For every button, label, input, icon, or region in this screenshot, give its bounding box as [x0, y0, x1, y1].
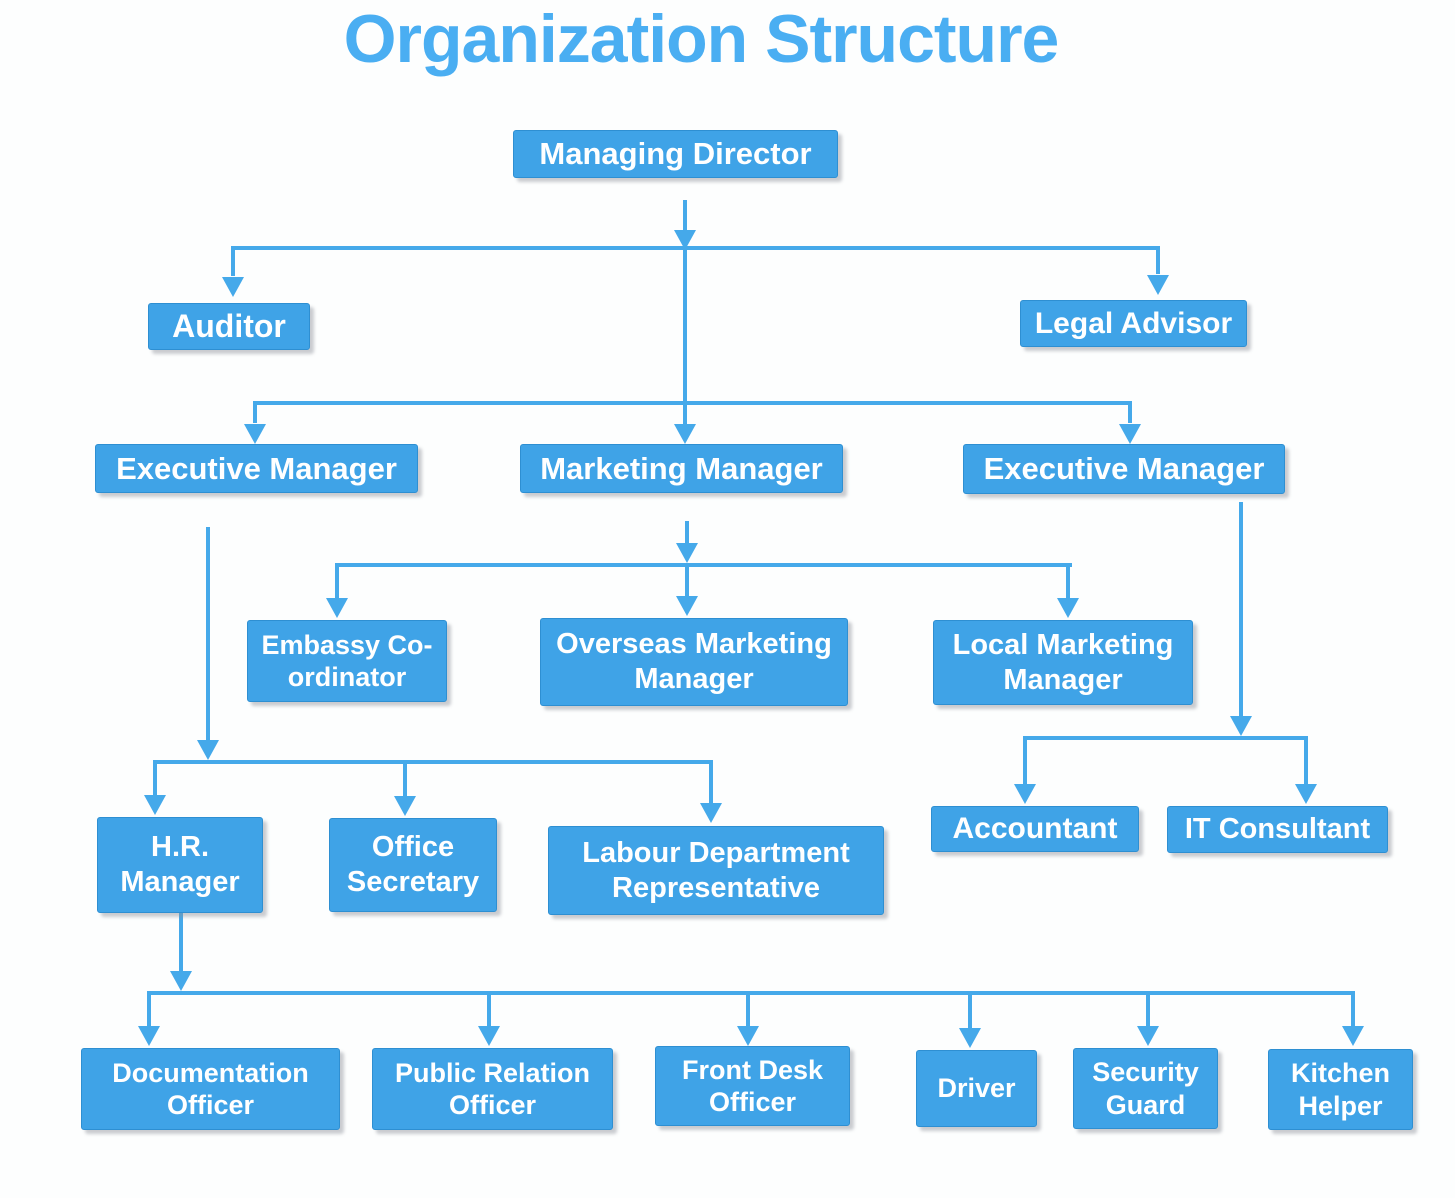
- connector-exec-left-drop: [253, 401, 257, 423]
- arrowhead-md-junction: [674, 230, 696, 250]
- node-local-marketing-manager: Local Marketing Manager: [933, 620, 1193, 705]
- arrowhead-embassy: [326, 598, 348, 618]
- arrowhead-labour: [700, 803, 722, 823]
- node-label: Marketing Manager: [540, 450, 823, 486]
- node-kitchen-helper: Kitchen Helper: [1268, 1049, 1413, 1130]
- arrowhead-documentation: [138, 1026, 160, 1046]
- node-accountant: Accountant: [931, 806, 1139, 852]
- connector-hr-manager-drop: [153, 760, 157, 795]
- node-label: Managing Director: [539, 136, 812, 172]
- node-label: Public Relation Officer: [394, 1057, 591, 1120]
- connector-overseas-drop: [685, 563, 689, 597]
- node-public-relation-officer: Public Relation Officer: [372, 1048, 613, 1130]
- node-driver: Driver: [916, 1050, 1037, 1127]
- node-label: Accountant: [952, 812, 1118, 845]
- connector-level2-rail: [231, 246, 1160, 250]
- node-label: Documentation Officer: [112, 1057, 309, 1120]
- connector-labour-drop: [709, 760, 713, 803]
- arrowhead-overseas: [676, 596, 698, 616]
- arrowhead-exec-right: [1119, 424, 1141, 444]
- connector-exec-right-down-line: [1239, 502, 1243, 718]
- connector-exec-left-down-line: [206, 527, 210, 742]
- arrowhead-marketing-junction: [676, 543, 698, 563]
- connector-hr-down-line: [179, 913, 183, 971]
- connector-marketing-rail: [335, 563, 1072, 567]
- node-label: Driver: [937, 1073, 1016, 1104]
- node-label: Front Desk Officer: [681, 1054, 824, 1117]
- node-labour-department-representative: Labour Department Representative: [548, 826, 884, 915]
- connector-kitchen-drop: [1351, 991, 1355, 1026]
- connector-local-drop: [1066, 563, 1070, 599]
- node-office-secretary: Office Secretary: [329, 818, 497, 912]
- arrowhead-exec-left: [244, 424, 266, 444]
- node-embassy-coordinator: Embassy Co-ordinator: [247, 620, 447, 702]
- connector-accountant-drop: [1023, 736, 1027, 784]
- node-marketing-manager: Marketing Manager: [520, 444, 843, 493]
- node-auditor: Auditor: [148, 303, 310, 350]
- node-legal-advisor: Legal Advisor: [1020, 300, 1247, 347]
- connector-exec-right-drop: [1128, 401, 1132, 423]
- node-label: Legal Advisor: [1034, 306, 1233, 340]
- arrowhead-hr-junction: [197, 740, 219, 760]
- connector-embassy-drop: [335, 563, 339, 598]
- arrowhead-acct-junction: [1230, 716, 1252, 736]
- connector-marketing-down-line: [685, 521, 689, 545]
- chart-title: Organization Structure: [343, 1, 1060, 77]
- arrowhead-kitchen: [1342, 1026, 1364, 1046]
- arrowhead-marketing-manager: [674, 424, 696, 444]
- connector-md-down-line: [683, 200, 687, 232]
- node-front-desk-officer: Front Desk Officer: [655, 1046, 850, 1126]
- node-label: Executive Manager: [116, 450, 397, 486]
- connector-hr-rail: [153, 760, 713, 764]
- node-label: IT Consultant: [1184, 813, 1371, 846]
- connector-center-down-line: [683, 246, 687, 424]
- node-label: Office Secretary: [346, 831, 480, 898]
- node-label: Auditor: [172, 308, 286, 345]
- node-label: Embassy Co-ordinator: [261, 629, 433, 692]
- connector-documentation-drop: [147, 991, 151, 1026]
- node-executive-manager-right: Executive Manager: [963, 444, 1285, 494]
- arrowhead-hr-manager: [144, 795, 166, 815]
- connector-it-consultant-drop: [1304, 736, 1308, 784]
- arrowhead-front-desk: [737, 1026, 759, 1046]
- arrowhead-it-consultant: [1295, 784, 1317, 804]
- node-label: Kitchen Helper: [1290, 1058, 1390, 1121]
- arrowhead-legal-advisor: [1147, 275, 1169, 295]
- node-label: Labour Department Representative: [582, 836, 850, 904]
- node-executive-manager-left: Executive Manager: [95, 444, 418, 493]
- node-label: Security Guard: [1092, 1057, 1199, 1120]
- connector-acct-rail: [1023, 736, 1308, 740]
- connector-office-secretary-drop: [403, 760, 407, 796]
- arrowhead-accountant: [1014, 784, 1036, 804]
- node-label: H.R. Manager: [120, 831, 240, 898]
- node-hr-manager: H.R. Manager: [97, 817, 263, 913]
- node-managing-director: Managing Director: [513, 130, 838, 178]
- node-label: Local Marketing Manager: [952, 628, 1174, 696]
- arrowhead-bottom-junction: [170, 971, 192, 991]
- node-overseas-marketing-manager: Overseas Marketing Manager: [540, 618, 848, 706]
- node-security-guard: Security Guard: [1073, 1048, 1218, 1129]
- node-label: Executive Manager: [983, 451, 1265, 487]
- connector-driver-drop: [968, 991, 972, 1028]
- arrowhead-public-relation: [478, 1026, 500, 1046]
- connector-auditor-drop: [231, 246, 235, 276]
- connector-front-desk-drop: [746, 991, 750, 1026]
- arrowhead-local: [1057, 598, 1079, 618]
- connector-legal-advisor-drop: [1156, 246, 1160, 274]
- node-label: Overseas Marketing Manager: [556, 628, 832, 695]
- connector-security-drop: [1146, 991, 1150, 1026]
- arrowhead-driver: [959, 1028, 981, 1048]
- arrowhead-office-secretary: [394, 796, 416, 816]
- connector-public-relation-drop: [487, 991, 491, 1026]
- node-documentation-officer: Documentation Officer: [81, 1048, 340, 1130]
- connector-level3-rail: [253, 401, 1132, 405]
- connector-bottom-rail: [147, 991, 1355, 995]
- node-it-consultant: IT Consultant: [1167, 806, 1388, 853]
- arrowhead-auditor: [222, 277, 244, 297]
- arrowhead-security: [1137, 1026, 1159, 1046]
